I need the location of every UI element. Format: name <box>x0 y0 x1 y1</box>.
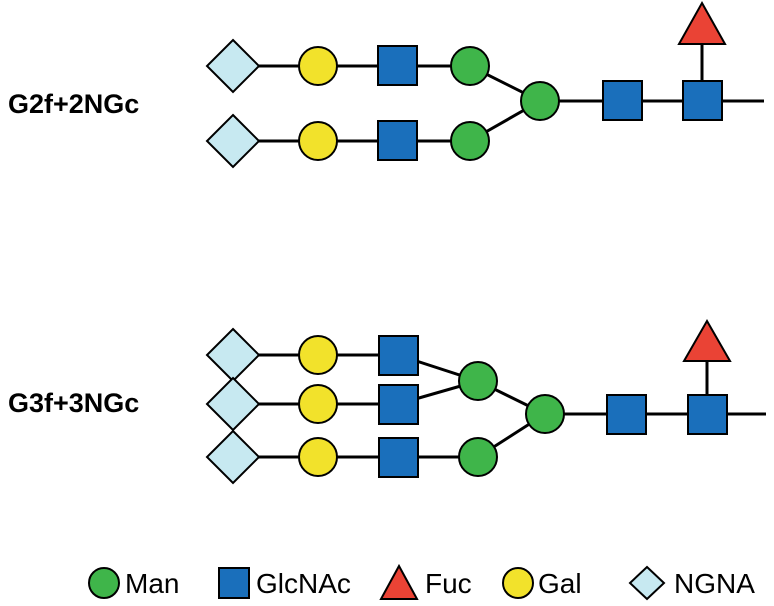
legend-label-ngna: NGNA <box>674 568 755 599</box>
glcnac-square <box>682 80 723 121</box>
fuc-triangle <box>677 0 727 45</box>
legend-label-man: Man <box>125 568 179 599</box>
legend-item-gal: Gal <box>502 567 582 599</box>
gal-circle <box>298 384 338 424</box>
man-circle <box>450 46 490 86</box>
glcnac-square <box>606 394 647 435</box>
ngna-diamond <box>205 429 261 485</box>
glcnac-square <box>602 80 643 121</box>
legend-item-ngna: NGNA <box>628 565 755 601</box>
man-circle <box>520 81 560 121</box>
legend-item-man: Man <box>88 567 179 599</box>
ngna-diamond <box>205 327 261 383</box>
glcnac-square <box>377 120 418 161</box>
ngna-legend-icon <box>628 565 666 601</box>
ngna-diamond <box>205 376 261 432</box>
man-circle <box>458 361 498 401</box>
glcnac-square <box>378 335 419 376</box>
fuc-legend-icon <box>379 563 419 600</box>
ngna-diamond <box>205 38 261 94</box>
man-legend-icon <box>88 567 120 599</box>
glcnac-square <box>377 45 418 86</box>
legend: Man GlcNAc Fuc Gal NGNA <box>88 563 755 601</box>
man-circle <box>458 437 498 477</box>
legend-label-glcnac: GlcNAc <box>256 568 351 599</box>
glcnac-legend-icon <box>218 567 250 599</box>
legend-label-fuc: Fuc <box>425 568 472 599</box>
gal-circle <box>298 335 338 375</box>
gal-legend-icon <box>502 567 534 599</box>
structure-g3f-3ngc: G3f+3NGc <box>8 318 766 485</box>
structure-label-g3f-3ngc: G3f+3NGc <box>8 388 139 418</box>
glcnac-square <box>378 384 419 425</box>
man-circle <box>450 121 490 161</box>
gal-circle <box>298 121 338 161</box>
legend-label-gal: Gal <box>538 568 582 599</box>
legend-item-glcnac: GlcNAc <box>218 567 351 599</box>
structure-g2f-2ngc: G2f+2NGc <box>8 0 764 169</box>
man-circle <box>525 394 565 434</box>
gal-circle <box>298 437 338 477</box>
legend-item-fuc: Fuc <box>379 563 472 600</box>
ngna-diamond <box>205 113 261 169</box>
glcnac-square <box>378 437 419 478</box>
gal-circle <box>298 46 338 86</box>
structure-label-g2f-2ngc: G2f+2NGc <box>8 89 139 119</box>
fuc-triangle <box>682 318 732 362</box>
glcnac-square <box>687 394 728 435</box>
